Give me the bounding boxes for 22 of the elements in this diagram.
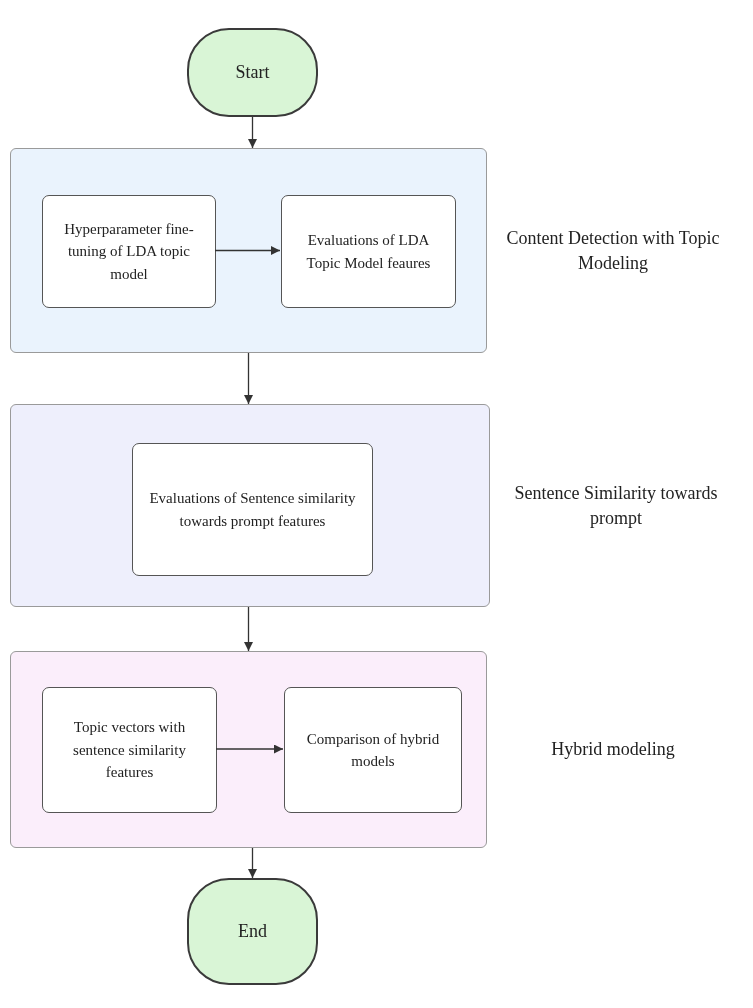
arrow xyxy=(248,847,257,879)
process-box xyxy=(42,195,216,308)
arrow xyxy=(244,606,253,652)
process-box xyxy=(284,687,462,813)
process-label: Evaluations of Sentence similarity towards prompt features xyxy=(148,489,357,531)
terminal-shape xyxy=(187,878,318,985)
arrow xyxy=(215,744,284,754)
terminal-label: End xyxy=(238,921,267,942)
arrow xyxy=(244,352,253,405)
process-box xyxy=(281,195,456,308)
phase-heading: Content Detection with Topic Modeling xyxy=(505,226,721,275)
arrow xyxy=(248,116,257,149)
process-label: Evaluations of LDA Topic Model feaures xyxy=(305,231,432,273)
phase-heading: Sentence Similarity towards prompt xyxy=(513,481,719,530)
arrow xyxy=(214,246,281,255)
process-label: Comparison of hybrid models xyxy=(305,729,441,771)
process-label: Topic vectors with sentence similarity features xyxy=(72,718,187,783)
process-box xyxy=(42,687,217,813)
terminal-label: Start xyxy=(235,62,270,83)
phase-heading: Hybrid modeling xyxy=(550,737,676,761)
process-box xyxy=(132,443,373,576)
process-label: Hyperparameter fine-tuning of LDA topic model xyxy=(63,219,195,284)
